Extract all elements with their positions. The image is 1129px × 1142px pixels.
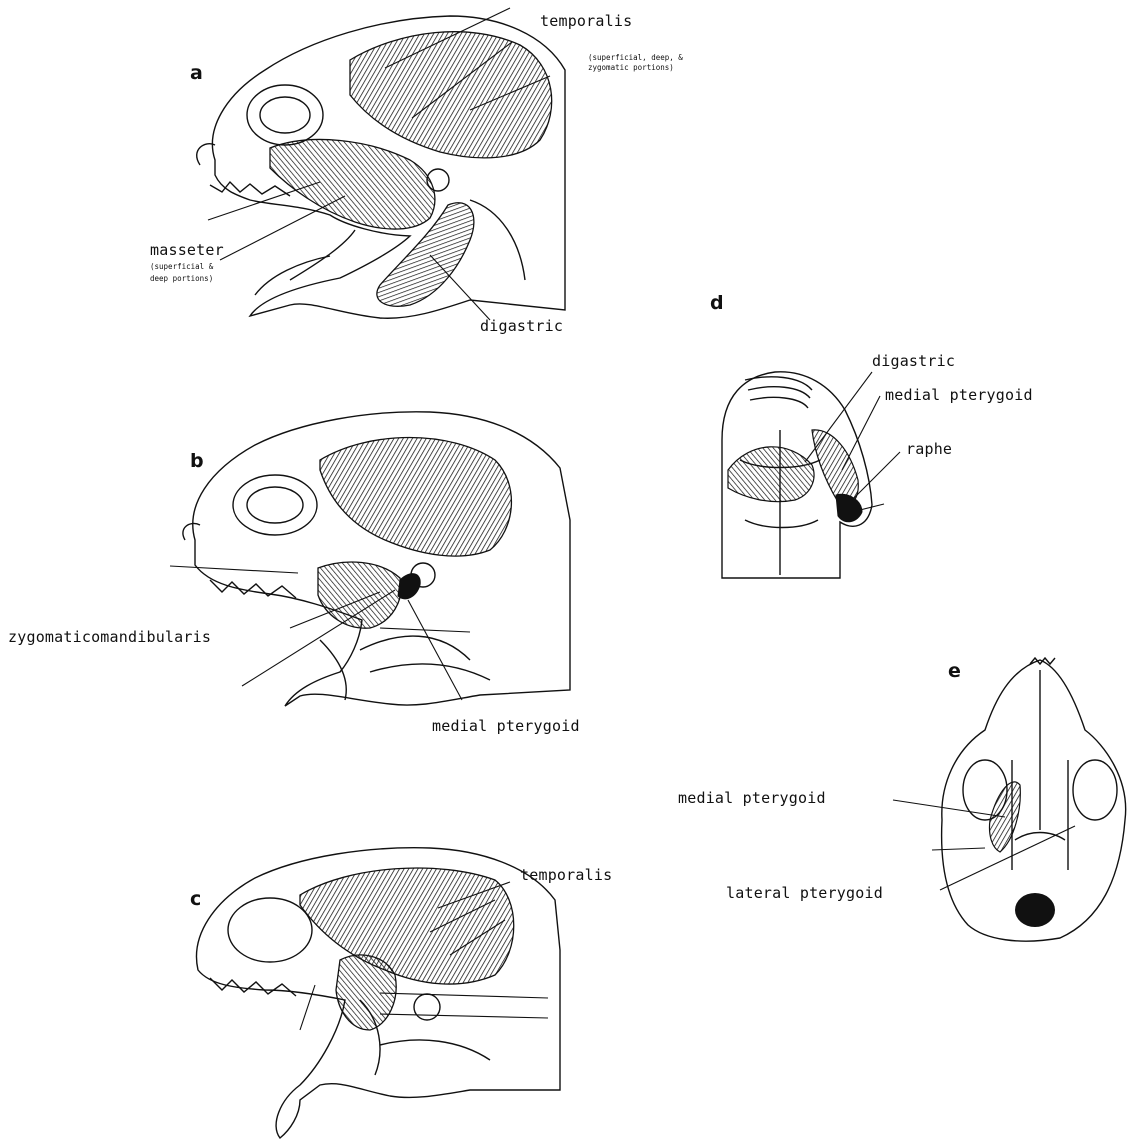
panel-a-masseter-muscle bbox=[270, 139, 435, 229]
panel-b-temporalis-muscle bbox=[320, 438, 511, 557]
panel-b-medial-pterygoid-muscle bbox=[398, 574, 420, 599]
panel-b-letter: b bbox=[190, 450, 204, 472]
panel-a-temporalis-label: temporalis bbox=[540, 12, 632, 30]
panel-a-letter: a bbox=[190, 62, 203, 84]
panel-b-zygomaticomandibularis-muscle bbox=[318, 562, 401, 628]
panel-a-masseter-note-line2: deep portions) bbox=[150, 274, 213, 283]
panel-a-temporalis-note-line1: (superficial, deep, & bbox=[588, 53, 683, 62]
panel-d-digastric-label: digastric bbox=[872, 352, 955, 370]
panel-d-raphe-label: raphe bbox=[906, 440, 952, 458]
panel-c-temporalis-muscle bbox=[300, 868, 514, 984]
panel-d-medial-pterygoid-label: medial pterygoid bbox=[885, 386, 1033, 404]
panel-b-orbit bbox=[233, 475, 317, 535]
panel-e-lateral-pterygoid-label: lateral pterygoid bbox=[726, 884, 883, 902]
panel-d-letter: d bbox=[710, 292, 724, 314]
panel-c-ear-opening bbox=[414, 994, 440, 1020]
panel-b-medial-pterygoid-label: medial pterygoid bbox=[432, 717, 580, 735]
panel-a-temporalis-note-line2: zygomatic portions) bbox=[588, 63, 674, 72]
panel-a-digastric-label: digastric bbox=[480, 317, 563, 335]
panel-c-orbit bbox=[228, 898, 312, 962]
panel-d-medial-pterygoid-muscle bbox=[812, 430, 858, 505]
panel-e-leader-lines bbox=[893, 800, 1075, 890]
panel-b-zygomaticomandibularis-label: zygomaticomandibularis bbox=[8, 628, 211, 646]
panel-a-temporalis-muscle bbox=[350, 32, 552, 158]
panel-a-masseter-label: masseter bbox=[150, 241, 224, 259]
panel-a-orbit bbox=[247, 85, 323, 145]
panel-c-temporalis-label: temporalis bbox=[520, 866, 612, 884]
panel-e-letter: e bbox=[948, 660, 961, 682]
panel-d-raphe bbox=[836, 494, 862, 521]
panel-a-masseter-note-line1: (superficial & bbox=[150, 262, 213, 271]
panel-e-foramen-magnum bbox=[1015, 893, 1055, 927]
panel-d-digastric-muscle bbox=[728, 447, 814, 502]
panel-c-deep-muscle bbox=[336, 955, 396, 1030]
panel-e-medial-pterygoid-label: medial pterygoid bbox=[678, 789, 826, 807]
panel-c-letter: c bbox=[190, 888, 201, 910]
